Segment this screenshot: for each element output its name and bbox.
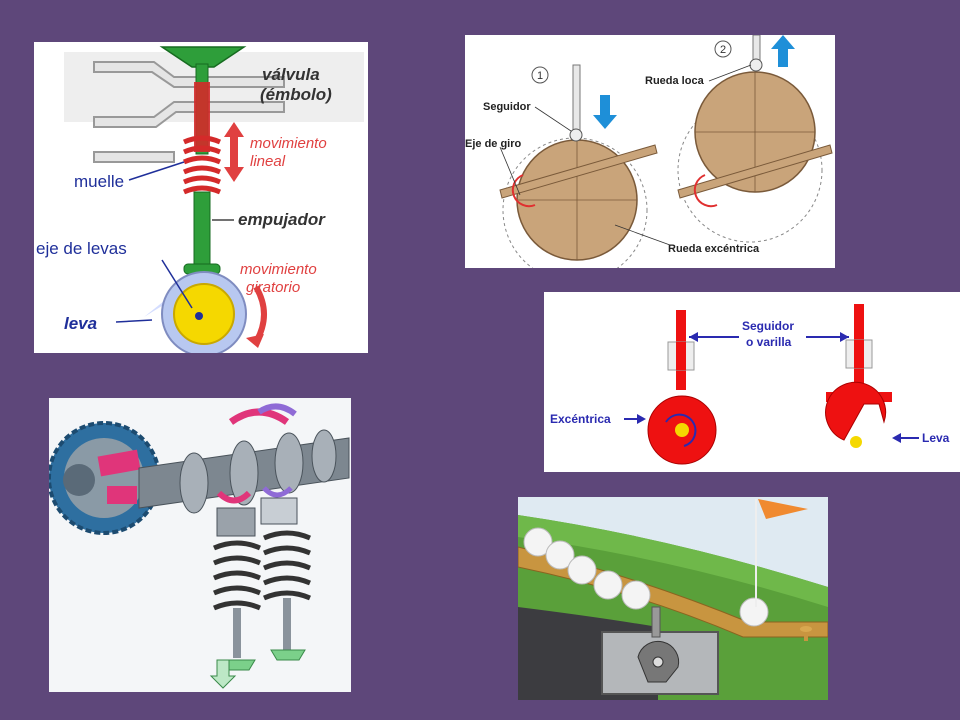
spring-label: muelle [74,172,124,191]
cam-label: leva [64,314,97,333]
follower-label: Seguidor [483,101,531,113]
pusher-label: empujador [238,210,326,229]
cam-shape-label: Leva [922,431,950,445]
rotary-motion-label: movimiento [240,261,317,278]
idler-wheel-label: Rueda loca [645,75,705,87]
camshaft-label: eje de levas [36,239,127,258]
axis-label: Eje de giro [465,138,522,150]
linear-motion-label-sub: lineal [250,153,286,170]
rod-follower-label-sub: o varilla [746,335,792,349]
eccentric-wheel-diagram: 1 2 Seguidor Eje de giro Rueda loca Rued… [465,35,835,268]
eccentric-wheel-label: Rueda excéntrica [668,243,760,255]
eccentric-label: Excéntrica [550,412,611,426]
rod-follower-label: Seguidor [742,319,794,333]
rotary-motion-label-sub: giratorio [246,279,300,296]
golf-scene-illustration [518,497,828,700]
linear-motion-label: movimiento [250,135,327,152]
valve-camshaft-diagram: válvula (émbolo) movimiento lineal muell… [34,42,368,353]
valve-camshaft-illustration: válvula (émbolo) movimiento lineal muell… [36,46,364,353]
follower-rod-diagram: Seguidor o varilla Excéntrica Leva [544,292,960,472]
golf-ball-cam-scene [518,497,828,700]
step-2-number: 2 [720,44,726,56]
camshaft-3d-render [49,398,351,692]
step-1-number: 1 [537,70,543,82]
valve-label-sub: (émbolo) [260,85,332,104]
eccentric-wheel-illustration: 1 2 Seguidor Eje de giro Rueda loca Rued… [465,35,833,268]
camshaft-3d-illustration [49,398,351,692]
follower-rod-illustration: Seguidor o varilla Excéntrica Leva [550,304,950,465]
valve-label: válvula [262,65,320,84]
